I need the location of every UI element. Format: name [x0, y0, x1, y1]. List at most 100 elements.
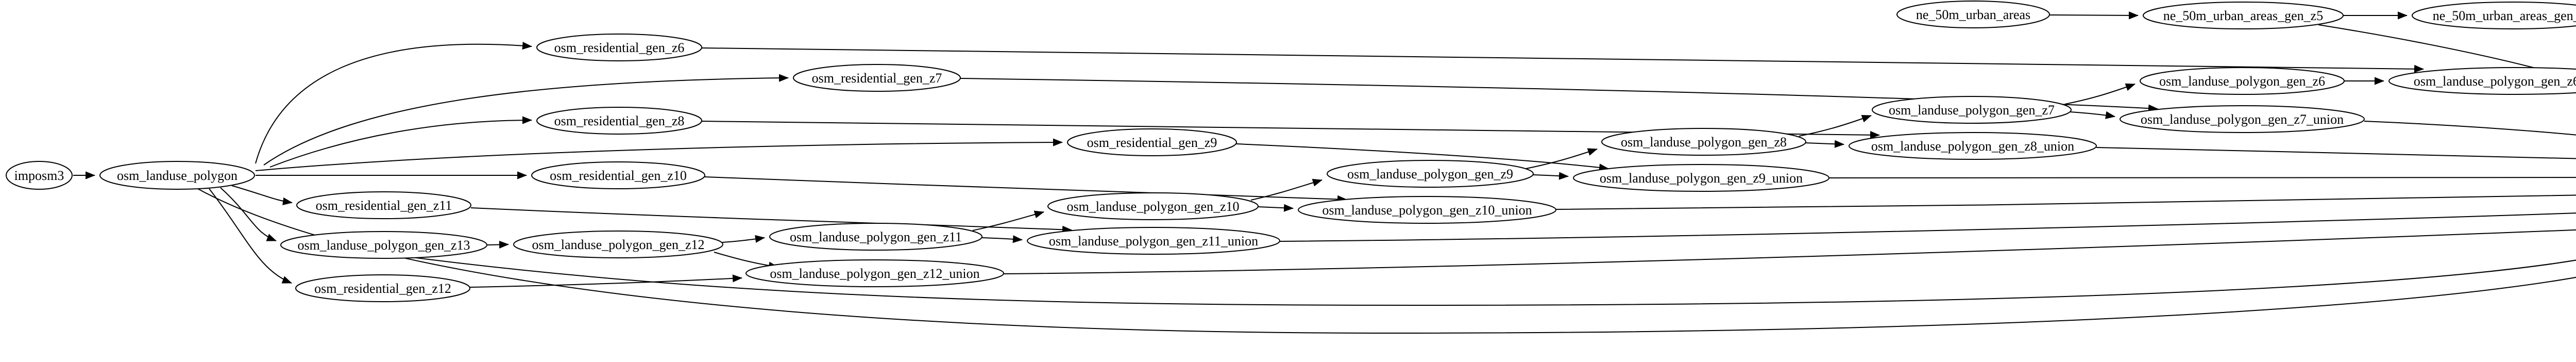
node-ellipse-osm_landuse_polygon_gen_z9_union — [1573, 164, 1829, 192]
node-ellipse-osm_landuse_polygon_gen_z8 — [1601, 128, 1806, 156]
node-label-osm_landuse_polygon_gen_z8: osm_landuse_polygon_gen_z8 — [1621, 135, 1787, 150]
node-osm_landuse_polygon_gen_z10_union: osm_landuse_polygon_gen_z10_union — [1298, 196, 1556, 224]
node-osm_landuse_polygon_gen_z13: osm_landuse_polygon_gen_z13 — [280, 231, 487, 259]
edge-osm_landuse_polygon_gen_z11-to-osm_landuse_polygon_gen_z10 — [972, 210, 1044, 231]
node-label-ne_50m_urban_areas: ne_50m_urban_areas — [1916, 7, 2030, 22]
edge-ne_50m_urban_areas_gen_z5-to-layer_landuse-z5 — [2318, 24, 2576, 80]
edge-osm_residential_gen_z12-to-osm_landuse_polygon_gen_z12_union — [469, 274, 742, 288]
edge-osm_landuse_polygon_gen_z11-to-osm_landuse_polygon_gen_z11_union — [981, 235, 1023, 243]
edge-osm_landuse_polygon-to-osm_residential_gen_z7 — [263, 74, 789, 166]
edge-osm_landuse_polygon-to-osm_residential_gen_z6 — [255, 42, 532, 164]
edge-osm_landuse_polygon_gen_z8-to-osm_landuse_polygon_gen_z7 — [1799, 114, 1872, 137]
node-osm_residential_gen_z12: osm_residential_gen_z12 — [295, 274, 470, 302]
node-ellipse-osm_landuse_polygon_gen_z7 — [1872, 96, 2072, 124]
node-ellipse-osm_landuse_polygon_gen_z10 — [1047, 192, 1259, 220]
node-label-osm_landuse_polygon_gen_z12_union: osm_landuse_polygon_gen_z12_union — [770, 266, 979, 281]
node-label-osm_residential_gen_z8: osm_residential_gen_z8 — [554, 113, 685, 128]
node-imposm3: imposm3 — [6, 161, 73, 190]
edge-osm_landuse_polygon_gen_z13-to-osm_landuse_polygon_gen_z12 — [487, 240, 509, 249]
node-label-ne_50m_urban_areas_gen_z5: ne_50m_urban_areas_gen_z5 — [2163, 8, 2323, 23]
node-ellipse-osm_residential_gen_z7 — [793, 64, 961, 92]
edge-osm_residential_gen_z6-to-osm_landuse_polygon_gen_z6_union — [701, 47, 2424, 73]
node-label-osm_residential_gen_z7: osm_residential_gen_z7 — [812, 71, 942, 86]
node-ellipse-osm_landuse_polygon_gen_z11_union — [1027, 227, 1280, 255]
node-label-osm_landuse_polygon_gen_z11: osm_landuse_polygon_gen_z11 — [790, 229, 962, 244]
node-label-osm_residential_gen_z9: osm_residential_gen_z9 — [1087, 135, 1217, 150]
edge-osm_landuse_polygon_gen_z7_union-to-layer_landuse-z7 — [2364, 121, 2576, 136]
node-ellipse-osm_landuse_polygon_gen_z6 — [2140, 67, 2345, 95]
node-label-osm_residential_gen_z12: osm_residential_gen_z12 — [314, 281, 451, 296]
edge-osm_landuse_polygon-to-osm_residential_gen_z12 — [209, 188, 292, 284]
node-ellipse-osm_landuse_polygon_gen_z10_union — [1298, 196, 1556, 224]
node-osm_landuse_polygon_gen_z9_union: osm_landuse_polygon_gen_z9_union — [1573, 164, 1829, 192]
edge-osm_landuse_polygon-to-layer_landuse-z14plus — [196, 188, 2576, 334]
node-ellipse-osm_residential_gen_z6 — [536, 34, 702, 61]
node-osm_residential_gen_z9: osm_residential_gen_z9 — [1067, 128, 1237, 156]
node-osm_residential_gen_z7: osm_residential_gen_z7 — [793, 64, 961, 92]
node-ellipse-ne_50m_urban_areas_gen_z4 — [2412, 2, 2576, 29]
edge-osm_landuse_polygon_gen_z8_union-to-layer_landuse-z8 — [2096, 147, 2576, 159]
node-label-osm_landuse_polygon_gen_z9_union: osm_landuse_polygon_gen_z9_union — [1600, 171, 1803, 186]
node-label-osm_landuse_polygon_gen_z10_union: osm_landuse_polygon_gen_z10_union — [1322, 203, 1532, 218]
node-osm_landuse_polygon_gen_z6_union: osm_landuse_polygon_gen_z6_union — [2388, 67, 2576, 95]
edge-osm_landuse_polygon-to-osm_residential_gen_z9 — [255, 138, 1063, 171]
edge-osm_landuse_polygon_gen_z11_union-to-layer_landuse-z11 — [1279, 212, 2576, 242]
edge-osm_landuse_polygon_gen_z13-to-layer_landuse-z13 — [412, 257, 2576, 306]
edge-osm_landuse_polygon_gen_z10-to-osm_landuse_polygon_gen_z9 — [1250, 178, 1323, 201]
edge-osm_landuse_polygon_gen_z9-to-osm_landuse_polygon_gen_z8 — [1526, 148, 1598, 169]
node-ne_50m_urban_areas_gen_z5: ne_50m_urban_areas_gen_z5 — [2143, 2, 2344, 29]
node-label-ne_50m_urban_areas_gen_z4: ne_50m_urban_areas_gen_z4 — [2433, 8, 2576, 23]
node-label-osm_landuse_polygon_gen_z12: osm_landuse_polygon_gen_z12 — [532, 237, 704, 252]
node-ellipse-osm_landuse_polygon_gen_z8_union — [1849, 132, 2097, 160]
edge-osm_landuse_polygon_gen_z12_union-to-layer_landuse-z12 — [1003, 229, 2576, 274]
node-osm_landuse_polygon_gen_z11: osm_landuse_polygon_gen_z11 — [769, 223, 982, 251]
node-label-osm_landuse_polygon: osm_landuse_polygon — [117, 168, 238, 183]
node-osm_landuse_polygon_gen_z6: osm_landuse_polygon_gen_z6 — [2140, 67, 2345, 95]
node-osm_residential_gen_z11: osm_residential_gen_z11 — [296, 191, 471, 219]
node-osm_landuse_polygon_gen_z7: osm_landuse_polygon_gen_z7 — [1872, 96, 2072, 124]
node-label-imposm3: imposm3 — [14, 168, 64, 183]
node-label-osm_landuse_polygon_gen_z9: osm_landuse_polygon_gen_z9 — [1347, 167, 1513, 182]
node-osm_residential_gen_z6: osm_residential_gen_z6 — [536, 34, 702, 61]
edge-osm_landuse_polygon_gen_z12-to-osm_landuse_polygon_gen_z11 — [722, 235, 765, 243]
node-label-osm_landuse_polygon_gen_z6_union: osm_landuse_polygon_gen_z6_union — [2414, 74, 2576, 89]
node-ellipse-osm_landuse_polygon_gen_z7_union — [2120, 105, 2365, 133]
node-label-osm_landuse_polygon_gen_z7_union: osm_landuse_polygon_gen_z7_union — [2141, 112, 2344, 127]
node-ellipse-osm_residential_gen_z10 — [531, 161, 705, 189]
edge-osm_landuse_polygon_gen_z9_union-to-layer_landuse-z9 — [1828, 177, 2576, 178]
node-ellipse-osm_landuse_polygon_gen_z12 — [513, 231, 723, 258]
edge-osm_residential_gen_z10-to-osm_landuse_polygon_gen_z10_union — [704, 176, 1347, 203]
node-label-osm_residential_gen_z6: osm_residential_gen_z6 — [554, 40, 685, 55]
node-ellipse-imposm3 — [6, 161, 73, 190]
edge-osm_landuse_polygon_gen_z10-to-osm_landuse_polygon_gen_z10_union — [1258, 204, 1294, 212]
node-ellipse-osm_landuse_polygon_gen_z11 — [769, 223, 982, 251]
edge-osm_landuse_polygon_gen_z9-to-osm_landuse_polygon_gen_z9_union — [1533, 172, 1569, 180]
node-ellipse-ne_50m_urban_areas — [1896, 1, 2050, 28]
node-label-osm_landuse_polygon_gen_z11_union: osm_landuse_polygon_gen_z11_union — [1049, 234, 1258, 249]
node-label-osm_residential_gen_z11: osm_residential_gen_z11 — [316, 198, 452, 213]
node-osm_landuse_polygon_gen_z11_union: osm_landuse_polygon_gen_z11_union — [1027, 227, 1280, 255]
node-osm_landuse_polygon_gen_z12_union: osm_landuse_polygon_gen_z12_union — [745, 259, 1004, 287]
node-label-osm_landuse_polygon_gen_z13: osm_landuse_polygon_gen_z13 — [297, 238, 470, 253]
node-ellipse-osm_landuse_polygon_gen_z9 — [1327, 160, 1534, 188]
edge-osm_landuse_polygon-to-osm_residential_gen_z11 — [231, 185, 293, 205]
node-ne_50m_urban_areas: ne_50m_urban_areas — [1896, 1, 2050, 28]
edge-osm_landuse_polygon-to-osm_landuse_polygon_gen_z13 — [220, 187, 277, 241]
node-ne_50m_urban_areas_gen_z4: ne_50m_urban_areas_gen_z4 — [2412, 2, 2576, 29]
node-osm_residential_gen_z10: osm_residential_gen_z10 — [531, 161, 705, 189]
edge-osm_landuse_polygon_gen_z8-to-osm_landuse_polygon_gen_z8_union — [1805, 140, 1844, 148]
edge-osm_landuse_polygon-to-osm_residential_gen_z8 — [269, 116, 532, 168]
node-label-osm_landuse_polygon_gen_z8_union: osm_landuse_polygon_gen_z8_union — [1871, 139, 2074, 154]
node-osm_landuse_polygon: osm_landuse_polygon — [99, 161, 255, 190]
node-osm_landuse_polygon_gen_z8_union: osm_landuse_polygon_gen_z8_union — [1849, 132, 2097, 160]
node-ellipse-osm_residential_gen_z9 — [1067, 128, 1237, 156]
node-ellipse-osm_landuse_polygon_gen_z6_union — [2388, 67, 2576, 95]
node-ellipse-osm_residential_gen_z11 — [296, 191, 471, 219]
node-label-osm_landuse_polygon_gen_z6: osm_landuse_polygon_gen_z6 — [2159, 74, 2325, 89]
node-ellipse-osm_residential_gen_z8 — [536, 107, 702, 135]
edge-osm_residential_gen_z11-to-osm_landuse_polygon_gen_z11_union — [470, 207, 1072, 234]
node-osm_residential_gen_z8: osm_residential_gen_z8 — [536, 107, 702, 135]
node-label-osm_landuse_polygon_gen_z10: osm_landuse_polygon_gen_z10 — [1066, 199, 1239, 214]
